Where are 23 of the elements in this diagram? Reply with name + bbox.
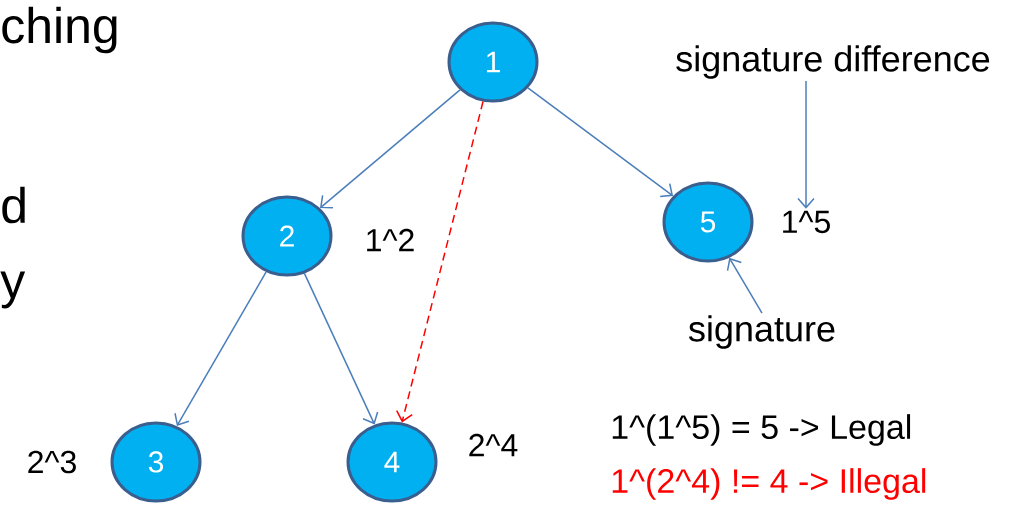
node-label: signature difference (676, 45, 990, 79)
beside-label: 2^4 (469, 433, 518, 457)
arrow (303, 272, 379, 425)
arrow (527, 87, 674, 198)
arrow (174, 271, 267, 426)
node-label: signature (688, 315, 835, 349)
node-label: 1^5 (783, 210, 830, 234)
arrow (395, 100, 484, 423)
circle-node: 5 (662, 181, 754, 263)
text-label: 1^(1^5) = 5 -> Legal (612, 414, 911, 446)
arrow (726, 257, 763, 314)
circle-node: 3 (110, 421, 202, 503)
circle-node: 1 (447, 21, 539, 103)
text-label: d (2, 186, 25, 224)
circle-node: 4 (346, 421, 438, 503)
text-label: y (0, 271, 26, 309)
beside-label: 1^2 (367, 228, 414, 252)
text-label: 1^(2^4) != 4 -> Illegal (612, 468, 926, 500)
beside-label: 2^3 (28, 450, 76, 474)
circle-node: 2 (241, 195, 333, 277)
arrow (320, 89, 461, 209)
arrow (797, 80, 815, 209)
text-label: ching (2, 6, 117, 54)
